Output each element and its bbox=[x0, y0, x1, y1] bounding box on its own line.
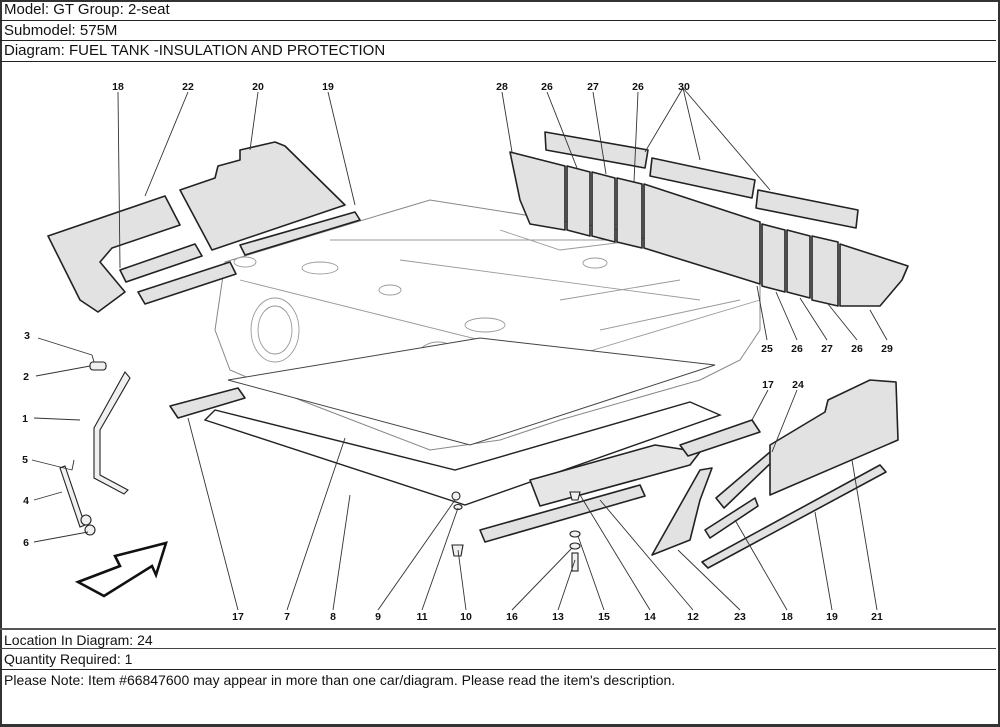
callout: 12 bbox=[687, 611, 699, 623]
direction-arrow-icon bbox=[74, 541, 168, 598]
fuel-pipe-assembly bbox=[59, 354, 131, 536]
callout: 18 bbox=[781, 611, 793, 623]
callout: 26 bbox=[541, 81, 553, 93]
callout: 19 bbox=[322, 81, 334, 93]
model-row: Model: GT Group: 2-seat bbox=[0, 0, 996, 21]
leader-lines bbox=[31, 87, 888, 611]
insulation-panels-right bbox=[509, 131, 909, 307]
callout: 16 bbox=[506, 611, 518, 623]
callout: 7 bbox=[284, 611, 290, 623]
callout: 20 bbox=[252, 81, 264, 93]
quantity-required-row: Quantity Required: 1 bbox=[0, 649, 996, 670]
callout: 28 bbox=[496, 81, 508, 93]
location-in-diagram-row: Location In Diagram: 24 bbox=[0, 628, 996, 649]
callout: 19 bbox=[826, 611, 838, 623]
callout: 14 bbox=[644, 611, 656, 623]
insulation-panels-left bbox=[47, 141, 361, 313]
callout: 10 bbox=[460, 611, 472, 623]
fasteners bbox=[451, 491, 581, 572]
callout: 29 bbox=[881, 343, 893, 355]
callout: 17 bbox=[762, 379, 774, 391]
submodel-row: Submodel: 575M bbox=[0, 21, 996, 41]
diagram-title-row: Diagram: FUEL TANK -INSULATION AND PROTE… bbox=[0, 41, 996, 62]
callout: 6 bbox=[23, 537, 29, 549]
callout: 21 bbox=[871, 611, 883, 623]
callout: 5 bbox=[22, 454, 28, 466]
callout: 30 bbox=[678, 81, 690, 93]
callout: 9 bbox=[375, 611, 381, 623]
exploded-parts-diagram: 18 22 20 19 28 26 27 26 30 25 26 27 26 2… bbox=[0, 62, 996, 628]
callout: 26 bbox=[851, 343, 863, 355]
callout: 4 bbox=[23, 495, 29, 507]
callout: 17 bbox=[232, 611, 244, 623]
callout: 27 bbox=[821, 343, 833, 355]
insulation-strip-17-left bbox=[169, 387, 246, 419]
callout: 2 bbox=[23, 371, 29, 383]
callouts: 18 22 20 19 28 26 27 26 30 25 26 27 26 2… bbox=[22, 81, 893, 623]
callout: 22 bbox=[182, 81, 194, 93]
callout: 25 bbox=[761, 343, 773, 355]
callout: 13 bbox=[552, 611, 564, 623]
tank-base-plate bbox=[203, 401, 722, 506]
please-note-row: Please Note: Item #66847600 may appear i… bbox=[4, 672, 676, 688]
callout: 8 bbox=[330, 611, 336, 623]
callout: 26 bbox=[632, 81, 644, 93]
callout: 3 bbox=[24, 330, 30, 342]
callout: 23 bbox=[734, 611, 746, 623]
callout: 18 bbox=[112, 81, 124, 93]
callout: 11 bbox=[416, 611, 427, 623]
callout: 15 bbox=[598, 611, 610, 623]
callout: 26 bbox=[791, 343, 803, 355]
callout: 1 bbox=[22, 413, 28, 425]
callout: 24 bbox=[792, 379, 804, 391]
tank-support-plate bbox=[227, 337, 716, 446]
callout: 27 bbox=[587, 81, 599, 93]
